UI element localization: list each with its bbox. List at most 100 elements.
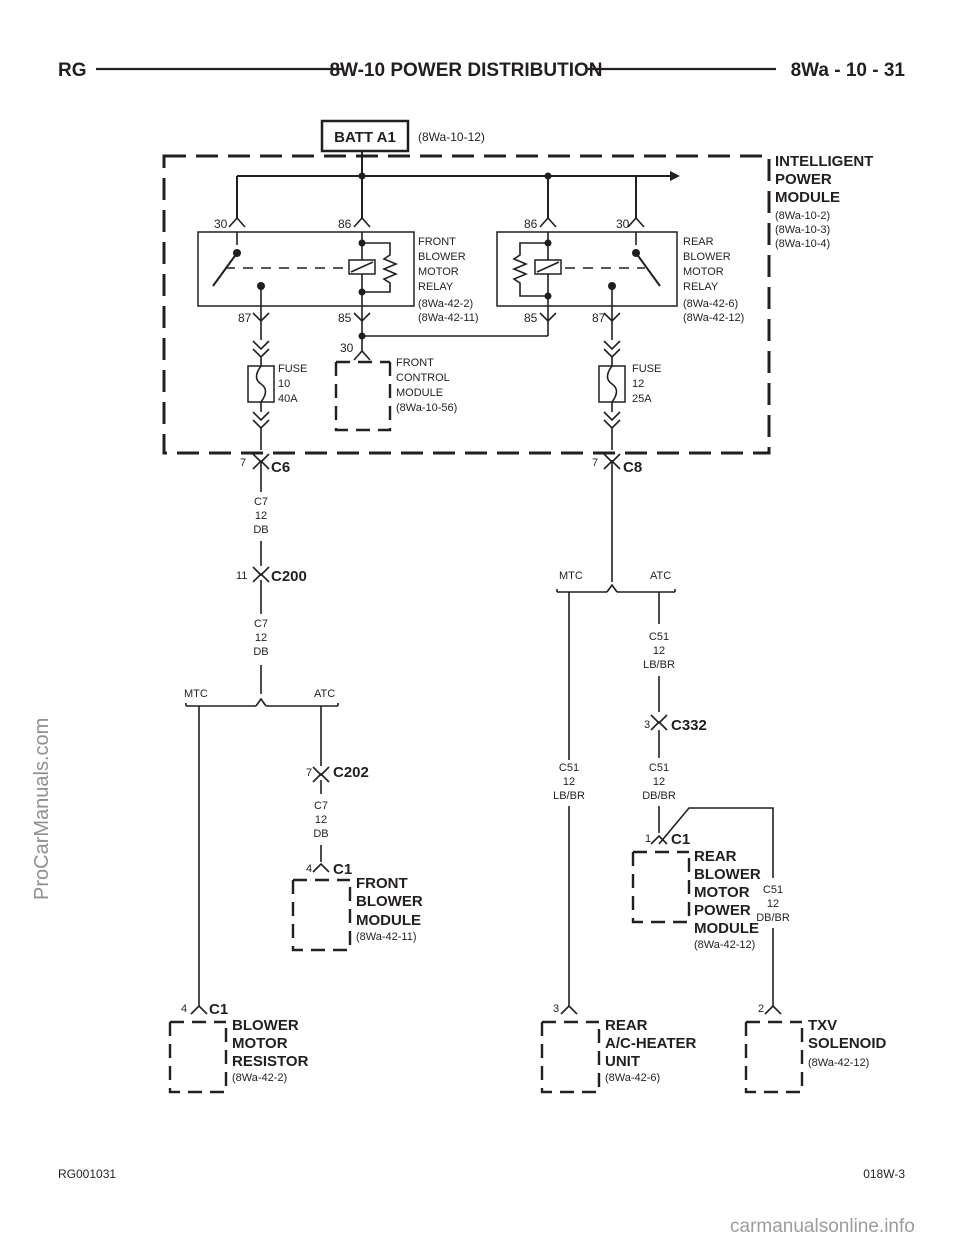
svg-text:A/C-HEATER: A/C-HEATER <box>605 1035 697 1052</box>
svg-text:12: 12 <box>632 378 644 390</box>
svg-text:12: 12 <box>563 776 575 788</box>
svg-text:FRONT: FRONT <box>418 236 456 248</box>
svg-text:2: 2 <box>758 1003 764 1015</box>
svg-text:(8Wa-42-11): (8Wa-42-11) <box>418 312 479 324</box>
svg-text:3: 3 <box>644 719 650 731</box>
svg-text:MOTOR: MOTOR <box>418 266 459 278</box>
footer-right: 018W-3 <box>863 1167 905 1181</box>
svg-text:(8Wa-42-2): (8Wa-42-2) <box>418 298 473 310</box>
right-split-atc: ATC <box>650 570 671 582</box>
svg-text:C8: C8 <box>623 459 642 476</box>
svg-text:MOTOR: MOTOR <box>232 1035 288 1052</box>
svg-text:BATT A1: BATT A1 <box>334 129 396 146</box>
svg-text:DB/BR: DB/BR <box>756 912 790 924</box>
svg-text:12: 12 <box>315 814 327 826</box>
svg-text:(8Wa-10-2): (8Wa-10-2) <box>775 210 830 222</box>
svg-text:BLOWER: BLOWER <box>418 251 466 263</box>
svg-text:C200: C200 <box>271 568 307 585</box>
footer-left: RG001031 <box>58 1167 116 1181</box>
svg-text:C51: C51 <box>559 762 579 774</box>
svg-text:DB/BR: DB/BR <box>642 790 676 802</box>
svg-text:87: 87 <box>238 311 252 325</box>
svg-text:86: 86 <box>338 217 352 231</box>
svg-text:25A: 25A <box>632 393 652 405</box>
svg-text:87: 87 <box>592 311 606 325</box>
svg-text:BLOWER: BLOWER <box>683 251 731 263</box>
rear-blower-motor-relay: 86 30 REAR BLOWER MOTOR RELAY (8Wa-42-6)… <box>496 216 744 325</box>
svg-text:C7: C7 <box>254 496 268 508</box>
svg-text:86: 86 <box>524 217 538 231</box>
svg-text:12: 12 <box>767 898 779 910</box>
svg-text:REAR: REAR <box>694 848 737 865</box>
txv-solenoid: 2 TXV SOLENOID (8Wa-42-12) <box>744 1003 887 1094</box>
svg-text:CONTROL: CONTROL <box>396 372 450 384</box>
svg-text:RELAY: RELAY <box>683 281 719 293</box>
svg-text:LB/BR: LB/BR <box>553 790 585 802</box>
svg-text:(8Wa-10-4): (8Wa-10-4) <box>775 238 830 250</box>
svg-text:DB: DB <box>313 828 328 840</box>
rear-ac-heater-unit: 3 REAR A/C-HEATER UNIT (8Wa-42-6) <box>540 1003 697 1094</box>
rear-module-wiring: C51 12 DB/BR C51 12 DB/BR <box>642 730 790 1006</box>
front-control-module: 30 FRONT CONTROL MODULE (8Wa-10-56) <box>334 341 457 432</box>
svg-text:SOLENOID: SOLENOID <box>808 1035 887 1052</box>
svg-text:MODULE: MODULE <box>396 387 443 399</box>
svg-text:12: 12 <box>653 645 665 657</box>
left-split-mtc: MTC <box>184 688 208 700</box>
svg-text:POWER: POWER <box>775 171 832 188</box>
svg-text:MODULE: MODULE <box>694 920 759 937</box>
header-right: 8Wa - 10 - 31 <box>791 60 906 81</box>
batt-ref: (8Wa-10-12) <box>418 130 485 144</box>
svg-text:C1: C1 <box>333 861 352 878</box>
svg-text:RESISTOR: RESISTOR <box>232 1053 309 1070</box>
svg-text:85: 85 <box>524 311 538 325</box>
svg-text:(8Wa-42-12): (8Wa-42-12) <box>808 1057 869 1069</box>
svg-text:C51: C51 <box>649 762 669 774</box>
left-split-atc: ATC <box>314 688 335 700</box>
svg-text:INTELLIGENT: INTELLIGENT <box>775 153 873 170</box>
svg-text:(8Wa-42-2): (8Wa-42-2) <box>232 1072 287 1084</box>
side-watermark: ProCarManuals.com <box>31 718 53 900</box>
left-branch-wiring-2: C7 12 DB <box>185 580 339 1006</box>
svg-text:FUSE: FUSE <box>278 363 307 375</box>
svg-text:30: 30 <box>616 217 630 231</box>
svg-text:C202: C202 <box>333 764 369 781</box>
svg-text:7: 7 <box>240 457 246 469</box>
svg-text:UNIT: UNIT <box>605 1053 640 1070</box>
left-branch-wiring: C7 12 DB <box>253 462 269 566</box>
svg-text:C51: C51 <box>763 884 783 896</box>
svg-text:12: 12 <box>653 776 665 788</box>
svg-text:(8Wa-42-6): (8Wa-42-6) <box>605 1072 660 1084</box>
svg-text:LB/BR: LB/BR <box>643 659 675 671</box>
svg-text:(8Wa-42-6): (8Wa-42-6) <box>683 298 738 310</box>
connector-c332: 3 C332 <box>644 714 707 734</box>
svg-text:1: 1 <box>645 833 651 845</box>
connector-c200: 11 C200 <box>236 566 307 585</box>
svg-text:11: 11 <box>236 570 247 582</box>
svg-text:MODULE: MODULE <box>356 912 421 929</box>
svg-text:DB: DB <box>253 524 268 536</box>
page-header: RG 8W-10 POWER DISTRIBUTION 8Wa - 10 - 3… <box>58 60 905 81</box>
svg-text:BLOWER: BLOWER <box>694 866 761 883</box>
fuse-10: FUSE 10 40A <box>247 321 307 450</box>
svg-text:10: 10 <box>278 378 290 390</box>
svg-text:4: 4 <box>181 1003 187 1015</box>
svg-text:30: 30 <box>214 217 228 231</box>
right-split-mtc: MTC <box>559 570 583 582</box>
right-branch-wiring: C51 12 LB/BR C51 12 LB/BR <box>553 462 676 1006</box>
svg-text:7: 7 <box>592 457 598 469</box>
svg-text:C51: C51 <box>649 631 669 643</box>
svg-text:C332: C332 <box>671 717 707 734</box>
svg-text:REAR: REAR <box>683 236 714 248</box>
svg-text:(8Wa-42-12): (8Wa-42-12) <box>683 312 744 324</box>
svg-text:C7: C7 <box>314 800 328 812</box>
svg-text:85: 85 <box>338 311 352 325</box>
ipm-label: INTELLIGENT POWER MODULE (8Wa-10-2) (8Wa… <box>775 153 873 250</box>
svg-text:FUSE: FUSE <box>632 363 661 375</box>
svg-text:4: 4 <box>306 863 312 875</box>
svg-text:(8Wa-10-56): (8Wa-10-56) <box>396 402 457 414</box>
svg-text:12: 12 <box>255 510 267 522</box>
header-left: RG <box>58 60 87 81</box>
svg-text:12: 12 <box>255 632 267 644</box>
svg-text:BLOWER: BLOWER <box>356 893 423 910</box>
svg-text:POWER: POWER <box>694 902 751 919</box>
